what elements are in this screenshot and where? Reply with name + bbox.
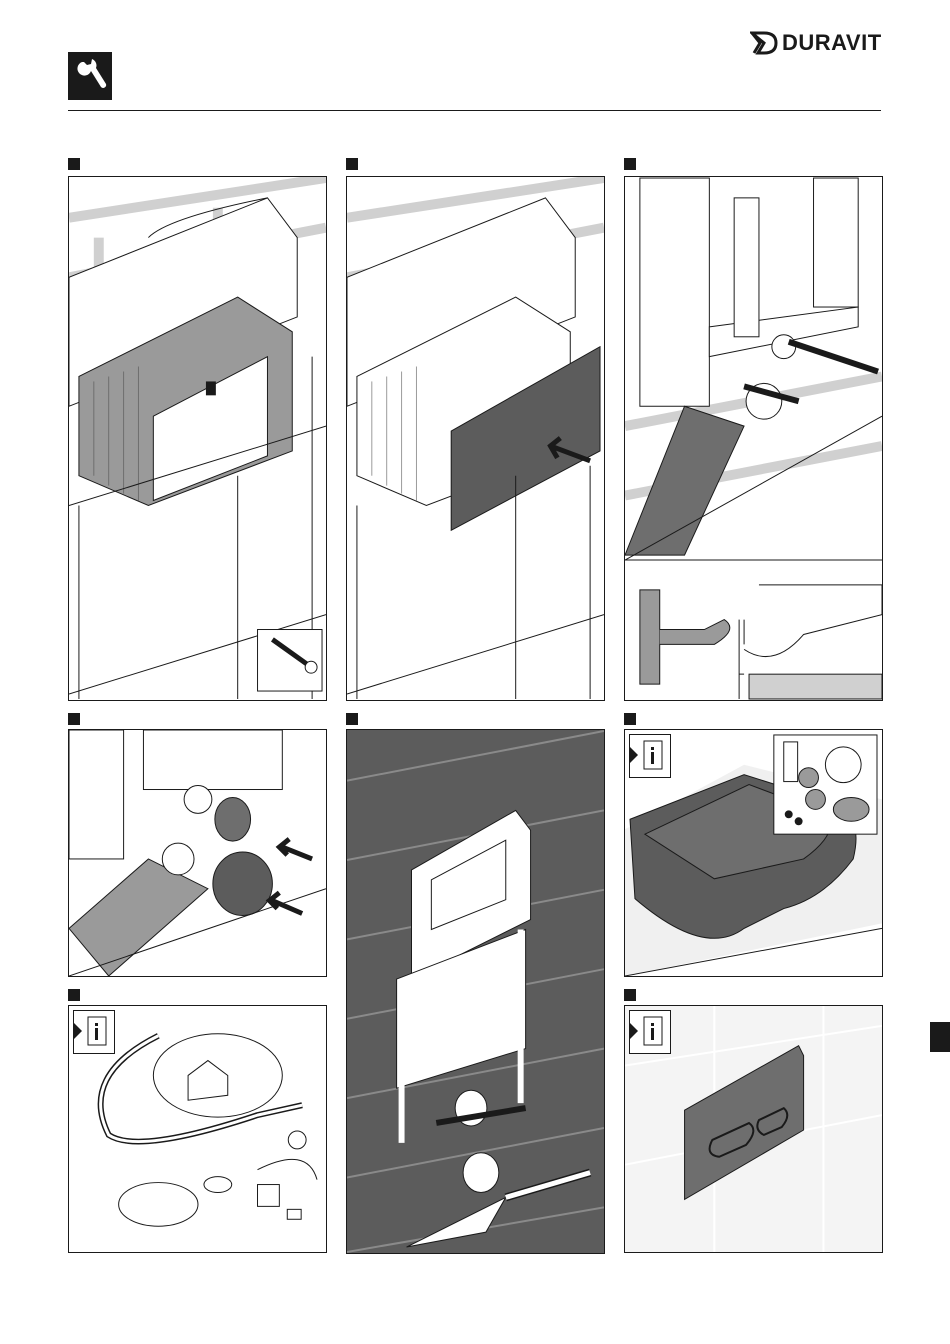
- header-divider: [68, 110, 881, 111]
- step-marker-1: [68, 158, 80, 170]
- step-marker-8: [624, 989, 636, 1001]
- step-marker-3: [624, 158, 636, 170]
- step-marker-7: [68, 989, 80, 1001]
- step-marker-5: [346, 713, 358, 725]
- panel-protective-caps: [68, 729, 327, 977]
- panel-mounting-box-cover: [346, 176, 605, 701]
- arrow-icon: [279, 839, 312, 859]
- wrench-icon: [68, 52, 112, 100]
- illustration-box-cover: [347, 177, 604, 700]
- panel-wall-mounted-toilet: [624, 729, 883, 977]
- info-book-icon: [629, 1010, 671, 1054]
- illustration-protective-caps: [69, 730, 326, 976]
- step-marker-4: [68, 713, 80, 725]
- illustration-frame-connection: [625, 177, 882, 700]
- duravit-logo-mark: [750, 30, 780, 56]
- panel-frame-connection-height: [624, 176, 883, 701]
- wrench-icon-badge: [68, 52, 112, 100]
- panel-mounting-box-screws: [68, 176, 327, 701]
- trowel-icon: [407, 1173, 591, 1247]
- panel-accessory-kit: [68, 1005, 327, 1253]
- panel-flush-plate: [624, 1005, 883, 1253]
- illustration-mounting-box: [69, 177, 326, 700]
- duravit-logo: DURAVIT: [750, 28, 890, 58]
- arrow-icon: [269, 893, 302, 914]
- step-marker-6: [624, 713, 636, 725]
- panel-tiling-wall: [346, 729, 605, 1254]
- info-book-icon: [629, 734, 671, 778]
- illustration-tiled-wall: [347, 730, 604, 1253]
- info-book-icon: [73, 1010, 115, 1054]
- brand-wordmark: DURAVIT: [782, 30, 882, 56]
- step-marker-2: [346, 158, 358, 170]
- page-edge-tab: [930, 1022, 950, 1052]
- screw-icon: [258, 630, 322, 692]
